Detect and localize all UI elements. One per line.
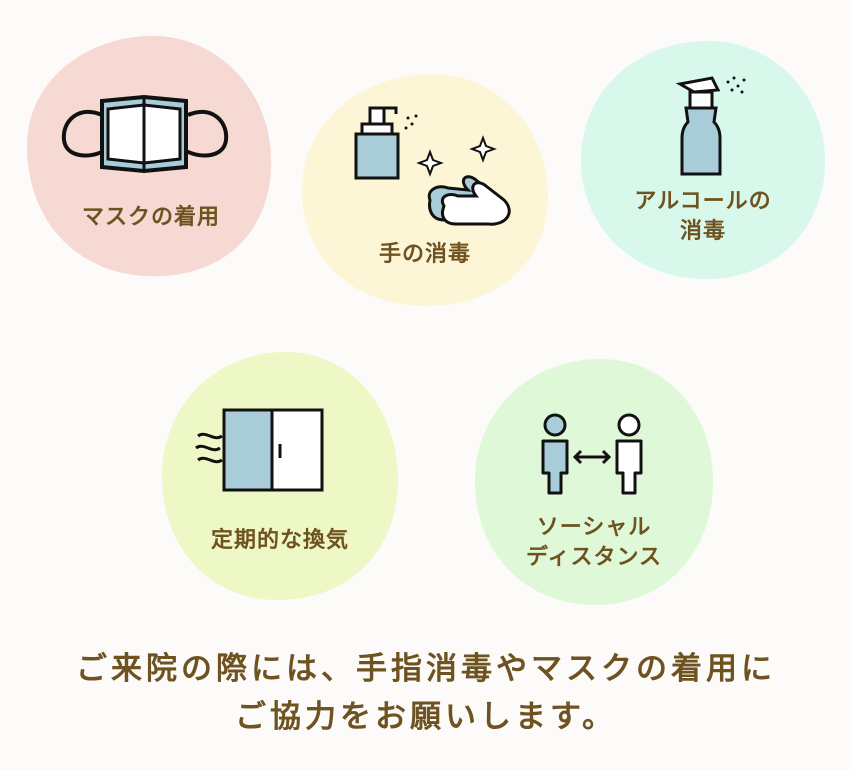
card-ventilation: 定期的な換気 (158, 348, 402, 604)
card-mask: マスクの着用 (25, 30, 277, 282)
card-alcohol: アルコールの 消毒 (577, 37, 829, 283)
footer-message: ご来院の際には、手指消毒やマスクの着用に ご協力をお願いします。 (0, 645, 852, 741)
card-distance: ソーシャル ディスタンス (471, 355, 717, 610)
card-background (475, 358, 714, 606)
label-alcohol: アルコールの 消毒 (634, 189, 772, 244)
social-distance-icon (541, 413, 643, 495)
window-icon (195, 408, 324, 492)
footer-line-1: ご来院の際には、手指消毒やマスクの着用に (76, 651, 776, 687)
label-mask: マスクの着用 (81, 205, 220, 230)
label-distance: ソーシャル ディスタンス (525, 515, 663, 570)
mask-icon (61, 95, 229, 174)
hand-sanitizer-icon (354, 106, 511, 226)
spray-bottle-icon (675, 76, 746, 176)
label-ventilation: 定期的な換気 (210, 528, 349, 553)
card-hand-sanitize: 手の消毒 (298, 70, 552, 310)
label-hand-sanitize: 手の消毒 (378, 242, 471, 267)
footer-line-2: ご協力をお願いします。 (235, 699, 617, 735)
